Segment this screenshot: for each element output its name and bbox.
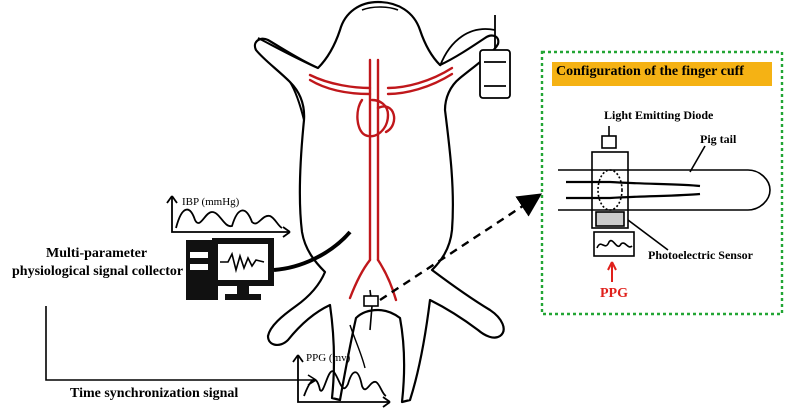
collector-label-line2: physiological signal collector bbox=[12, 264, 184, 279]
infusion-bag-icon bbox=[439, 15, 511, 99]
pig-tail-label: Pig tail bbox=[700, 132, 737, 146]
sync-line bbox=[45, 306, 316, 381]
time-sync-label: Time synchronization signal bbox=[70, 386, 239, 401]
cuff-title: Configuration of the finger cuff bbox=[556, 64, 744, 79]
computer-monitor-icon bbox=[186, 238, 274, 300]
led-label: Light Emitting Diode bbox=[604, 108, 714, 122]
cuff-config-box bbox=[540, 50, 784, 316]
ppg-waveform bbox=[292, 354, 391, 408]
cuff-title-bg bbox=[552, 62, 772, 86]
ppg-axis-label: PPG (mv) bbox=[306, 352, 351, 364]
zoom-arrow bbox=[379, 193, 543, 302]
tail-cuff-icon bbox=[349, 289, 379, 369]
sensor-label: Photoelectric Sensor bbox=[648, 248, 753, 262]
ibp-waveform bbox=[166, 195, 291, 238]
collector-label-line1: Multi-parameter bbox=[46, 246, 148, 261]
pig-outline-icon bbox=[253, 0, 505, 404]
vascular-system bbox=[308, 58, 454, 302]
ibp-axis-label: IBP (mmHg) bbox=[182, 196, 240, 208]
finger-cuff-icon bbox=[558, 126, 771, 282]
pig-front-leg-left-icon bbox=[257, 37, 319, 121]
pig-snout-icon bbox=[361, 6, 399, 11]
ppg-label: PPG bbox=[600, 286, 628, 301]
catheter-line bbox=[273, 230, 352, 272]
